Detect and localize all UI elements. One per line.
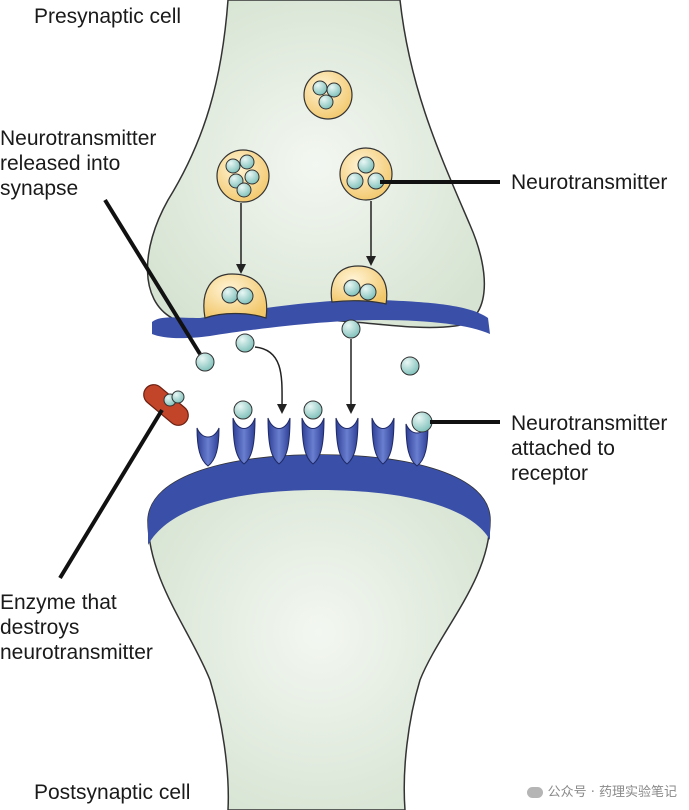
neurotransmitter-molecule: [235, 333, 255, 353]
neurotransmitter-molecule: [318, 94, 334, 110]
bound-neurotransmitter: [411, 411, 433, 433]
neurotransmitter-molecule: [343, 279, 361, 297]
neurotransmitter-molecule: [239, 154, 255, 170]
neurotransmitter-molecule: [312, 80, 328, 96]
released-label: Neurotransmitter released into synapse: [0, 127, 157, 200]
watermark-text: 公众号 · 药理实验笔记: [547, 785, 677, 800]
neurotransmitter-molecule: [341, 319, 361, 339]
neurotransmitter-molecule: [359, 283, 377, 301]
vesicle-neurotransmitters: [221, 80, 385, 305]
leader-line-released: [103, 198, 202, 356]
wechat-icon: [526, 787, 543, 798]
neurotransmitter-molecule: [400, 356, 420, 376]
neurotransmitter-molecule: [195, 352, 215, 372]
released-neurotransmitters: [195, 319, 433, 433]
neurotransmitter-molecule: [236, 182, 252, 198]
receptor: [405, 423, 429, 467]
receptor: [196, 427, 220, 467]
watermark: 公众号 · 药理实验笔记: [526, 781, 677, 800]
bound-neurotransmitter: [303, 400, 323, 420]
enzyme-label: Enzyme that destroys neurotransmitter: [0, 591, 153, 664]
postsynaptic-cell-label: Postsynaptic cell: [34, 781, 191, 804]
enzyme: [143, 384, 189, 426]
neurotransmitter-label: Neurotransmitter: [511, 171, 668, 194]
receptor: [232, 417, 256, 465]
presynaptic-cell-label: Presynaptic cell: [34, 5, 182, 28]
neurotransmitter-molecule: [221, 286, 239, 304]
receptor: [267, 417, 291, 465]
neurotransmitter-molecule: [244, 169, 260, 185]
postsynaptic-membrane: [148, 455, 490, 545]
receptor: [335, 417, 359, 465]
receptor: [301, 417, 325, 465]
neurotransmitter-molecule: [236, 287, 254, 305]
bound-neurotransmitter: [233, 400, 253, 420]
neurotransmitter-molecule: [357, 156, 375, 174]
neurotransmitter-molecule: [346, 172, 364, 190]
diffusion-arrow: [254, 346, 288, 414]
attached-label: Neurotransmitter attached to receptor: [511, 412, 668, 485]
leader-line-enzyme: [58, 408, 164, 580]
synaptic-vesicle: [339, 147, 393, 201]
presynaptic-membrane: [152, 299, 490, 339]
neurotransmitter-molecule: [225, 158, 241, 174]
receptor: [371, 417, 395, 465]
presynaptic-cell-body: [146, 0, 486, 330]
postsynaptic-cell-body: [147, 454, 491, 810]
neurotransmitter-molecule: [326, 82, 342, 98]
enzyme-bound-molecule: [171, 390, 185, 404]
receptors: [196, 417, 429, 467]
